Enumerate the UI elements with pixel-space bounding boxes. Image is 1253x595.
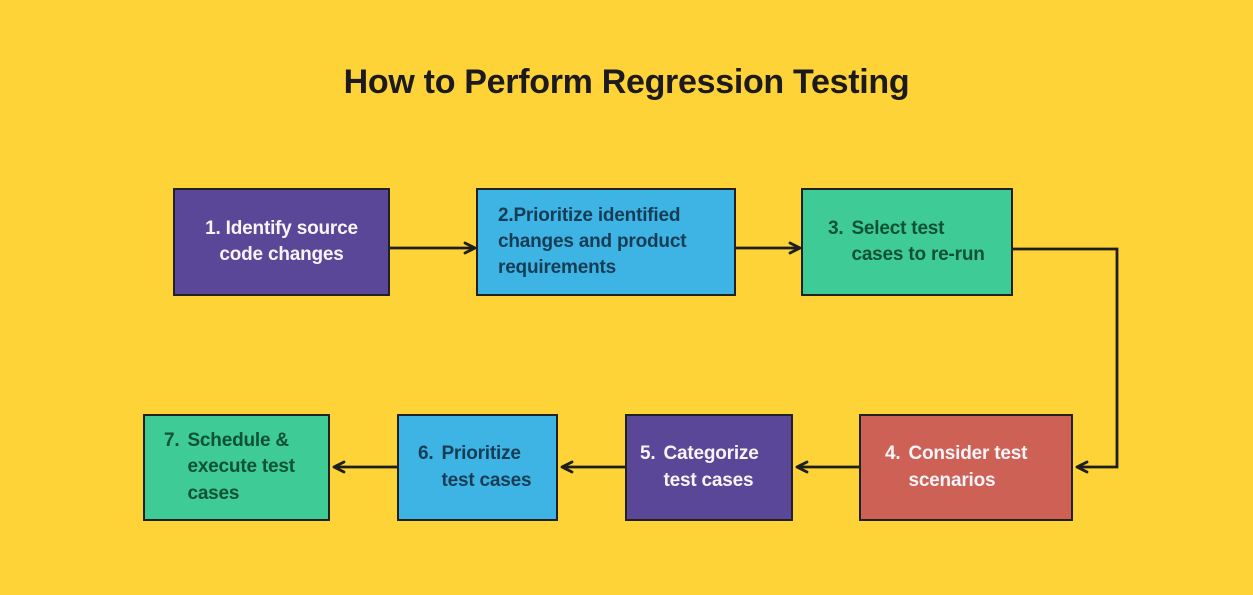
- step-label: Consider test scenarios: [908, 443, 1028, 491]
- step-label: Select test cases to re-run: [851, 217, 985, 265]
- step-number: 6.: [418, 443, 434, 465]
- step-label: Categorize test cases: [663, 443, 759, 491]
- step-number: 3.: [828, 217, 844, 239]
- step-label: Prioritize test cases: [441, 443, 532, 491]
- step-label: Schedule & execute test cases: [187, 430, 295, 504]
- step-box-1: 1. Identify source code changes: [173, 188, 390, 296]
- step-label: 2.Prioritize identified changes and prod…: [498, 204, 687, 278]
- step-box-3: 3. Select test cases to re-run: [801, 188, 1013, 296]
- step-label: 1. Identify source code changes: [205, 217, 358, 265]
- step-box-5: 5. Categorize test cases: [625, 414, 793, 521]
- step-number: 4.: [885, 443, 901, 465]
- step-box-2: 2.Prioritize identified changes and prod…: [476, 188, 736, 296]
- step-box-7: 7. Schedule & execute test cases: [143, 414, 330, 521]
- diagram-title: How to Perform Regression Testing: [343, 63, 910, 101]
- step-number: 7.: [164, 430, 180, 452]
- step-box-4: 4. Consider test scenarios: [859, 414, 1073, 521]
- step-box-6: 6. Prioritize test cases: [397, 414, 558, 521]
- step-number: 5.: [640, 443, 656, 465]
